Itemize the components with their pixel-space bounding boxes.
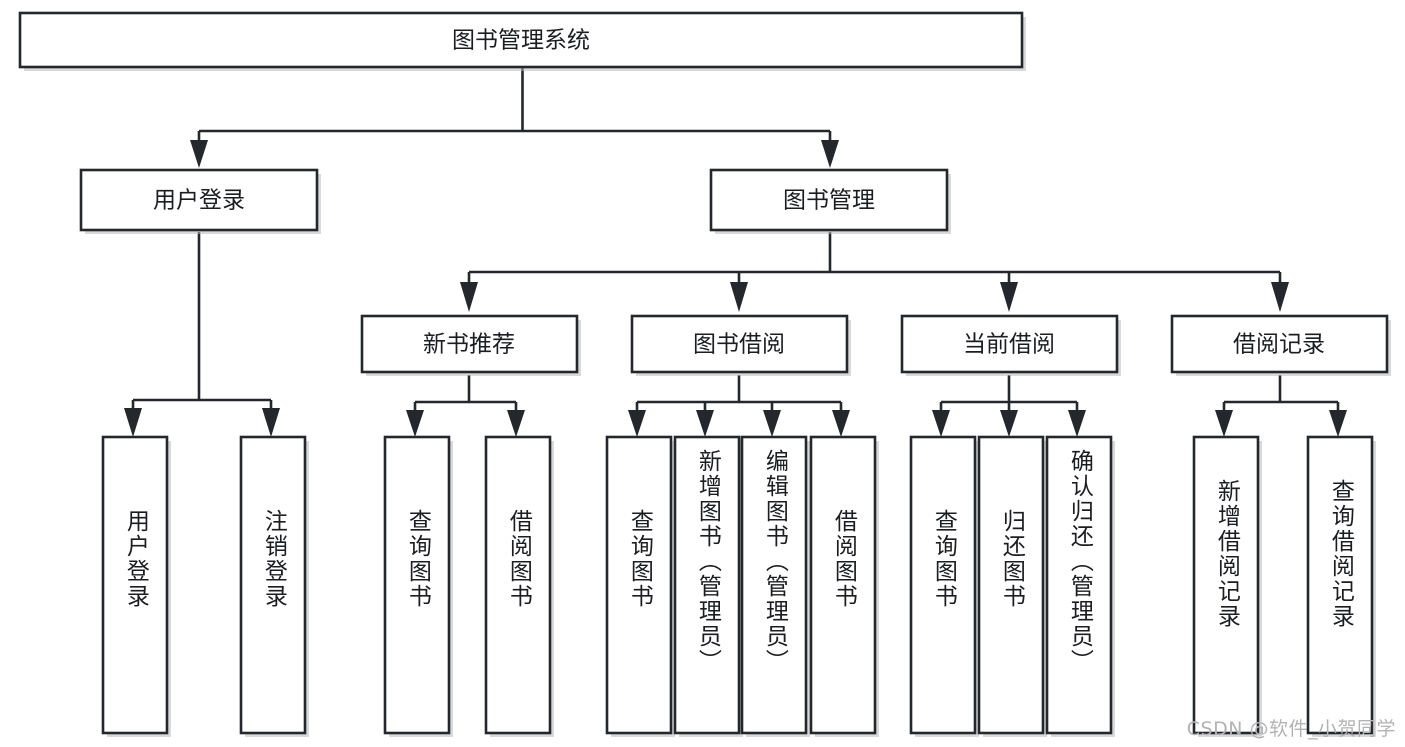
leaf-node-confirm-return[interactable] xyxy=(1045,435,1115,737)
leaf-node-user-login[interactable] xyxy=(101,435,171,737)
node-user-login[interactable]: 用户登录 xyxy=(79,168,321,234)
connector-userlogin-to-leaves xyxy=(124,232,280,437)
node-label: 图书借阅 xyxy=(693,332,785,358)
arrow-head-icon xyxy=(696,410,714,437)
arrow-head-icon xyxy=(832,410,850,437)
arrow-head-icon xyxy=(124,408,142,437)
leaf-node-return-book[interactable] xyxy=(977,435,1047,737)
connector-bookmanage-to-level3 xyxy=(460,232,1289,312)
arrow-head-icon xyxy=(763,410,781,437)
arrow-head-icon xyxy=(1068,410,1086,437)
leaf-node-borrow-book-2[interactable] xyxy=(809,435,879,737)
arrow-head-icon xyxy=(507,410,525,437)
node-label: 用户登录 xyxy=(153,188,245,214)
leaf-node-query-record[interactable] xyxy=(1306,435,1376,737)
node-label: 图书管理系统 xyxy=(452,28,590,54)
leaf-node-borrow-book-1[interactable] xyxy=(484,435,554,737)
node-new-book-recommend[interactable]: 新书推荐 xyxy=(360,314,581,376)
node-label: 借阅记录 xyxy=(1233,332,1325,358)
connector-root-to-level2 xyxy=(190,68,839,168)
connector-currentborrow-to-leaves xyxy=(932,375,1086,437)
node-label: 新书推荐 xyxy=(423,332,515,358)
arrow-head-icon xyxy=(460,282,478,312)
arrow-head-icon xyxy=(406,410,424,437)
connector-newbook-to-leaves xyxy=(406,375,525,437)
node-label: 图书管理 xyxy=(783,188,875,214)
watermark-text: CSDN @软件_小贺同学 xyxy=(1186,718,1396,740)
arrow-head-icon xyxy=(1000,282,1018,312)
arrow-head-icon xyxy=(1000,410,1018,437)
node-root-book-management-system[interactable]: 图书管理系统 xyxy=(18,11,1026,71)
arrow-head-icon xyxy=(821,140,839,168)
node-current-borrow[interactable]: 当前借阅 xyxy=(900,314,1121,376)
node-label: 当前借阅 xyxy=(963,332,1055,358)
arrow-head-icon xyxy=(1271,282,1289,312)
node-book-borrow[interactable]: 图书借阅 xyxy=(630,314,851,376)
arrow-head-icon xyxy=(190,140,208,168)
arrow-head-icon xyxy=(1329,410,1347,437)
leaf-node-query-book-1[interactable] xyxy=(383,435,453,737)
leaf-node-edit-book[interactable] xyxy=(740,435,810,737)
leaf-node-add-record[interactable] xyxy=(1192,435,1262,737)
connector-borrowrecord-to-leaves xyxy=(1215,375,1347,437)
arrow-head-icon xyxy=(932,410,950,437)
leaf-node-user-logout[interactable] xyxy=(239,435,309,737)
arrow-head-icon xyxy=(1215,410,1233,437)
leaf-node-add-book[interactable] xyxy=(673,435,743,737)
node-book-manage[interactable]: 图书管理 xyxy=(709,168,951,234)
connector-bookborrow-to-leaves xyxy=(628,375,850,437)
arrow-head-icon xyxy=(262,408,280,437)
leaf-node-query-book-2[interactable] xyxy=(605,435,675,737)
arrow-head-icon xyxy=(730,282,748,312)
node-borrow-record[interactable]: 借阅记录 xyxy=(1170,314,1391,376)
leaf-node-query-book-3[interactable] xyxy=(909,435,979,737)
arrow-head-icon xyxy=(628,410,646,437)
